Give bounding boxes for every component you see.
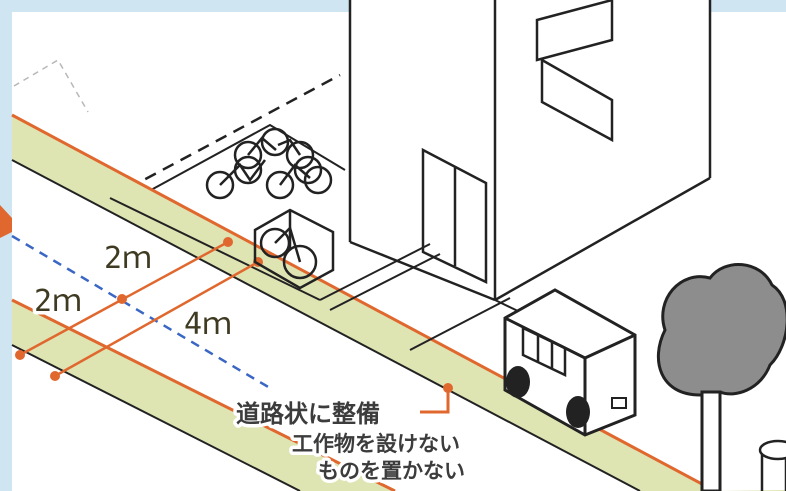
plaza-line <box>409 297 511 351</box>
plaza-line <box>319 243 431 301</box>
dimension-dot <box>15 350 25 360</box>
plaza-line <box>329 253 441 311</box>
note-line-no-objects: ものを置かない <box>318 459 465 483</box>
dimension-dot <box>50 371 60 381</box>
road-centerline <box>11 234 271 390</box>
dimension-label-upper-half: 2ｍ <box>104 241 152 276</box>
property-boundary-dashed <box>13 58 89 113</box>
dimension-label-total: 4ｍ <box>184 307 232 342</box>
note-leader-line <box>420 388 450 414</box>
dimension-label-lower-half: 2ｍ <box>34 284 82 319</box>
tree-icon <box>656 263 786 491</box>
parking-pad-outline <box>139 123 346 197</box>
building <box>348 0 712 302</box>
bicycle-in-crate-icon <box>253 208 335 290</box>
bollard-icon <box>758 439 786 491</box>
car-icon <box>503 288 637 437</box>
dimension-dot <box>117 294 127 304</box>
note-heading: 道路状に整備 <box>236 400 380 428</box>
window <box>535 0 614 62</box>
road-edge-lower <box>11 344 301 491</box>
plaza-line <box>494 299 521 313</box>
window <box>540 57 614 143</box>
dimension-dot <box>223 237 233 247</box>
bicycle-rack-icon <box>205 127 333 200</box>
note-leader-dot <box>443 383 453 393</box>
arrow-tip-icon <box>0 205 12 238</box>
entrance-door <box>421 147 488 284</box>
lot-line-dashed <box>109 73 341 200</box>
road-edge-upper <box>11 159 641 491</box>
dimension-line-near <box>54 260 259 378</box>
road-boundary-line-lower <box>11 298 396 491</box>
note-line-no-structures: 工作物を設けない <box>292 432 460 456</box>
